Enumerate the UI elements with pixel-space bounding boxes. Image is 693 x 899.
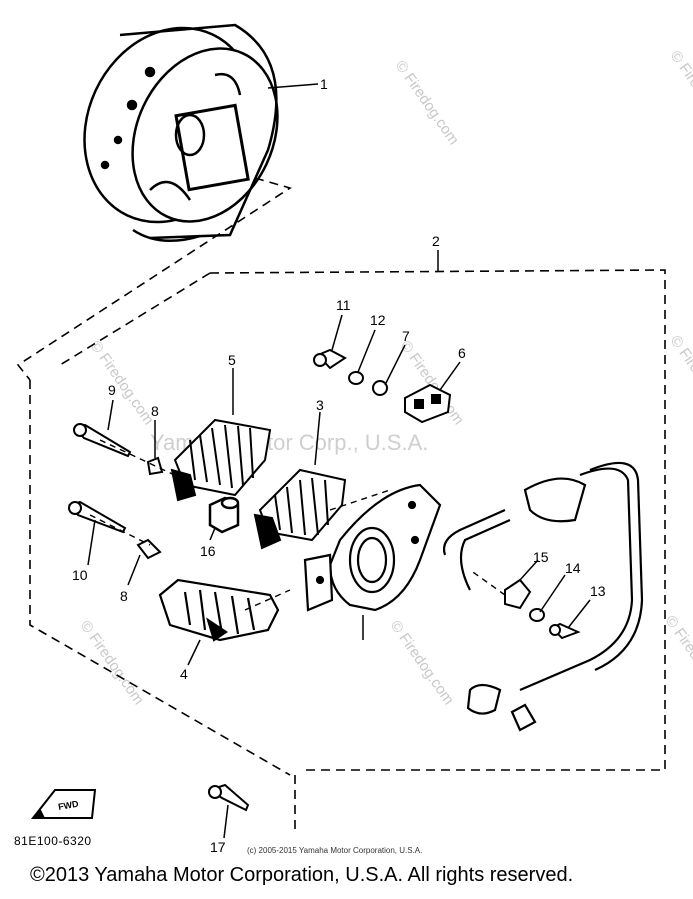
watermark-site-6: © Firedog.com	[667, 48, 693, 139]
watermark-site-3: © Firedog.com	[87, 338, 157, 429]
alignment-lines	[89, 439, 506, 611]
callout-16: 16	[200, 543, 216, 559]
callout-4: 4	[180, 666, 188, 682]
callout-7: 7	[402, 328, 410, 344]
callout-13: 13	[590, 583, 606, 599]
flywheel-rotor	[83, 23, 279, 242]
clip-8b	[136, 538, 162, 560]
part-code: 81E100-6320	[14, 834, 92, 848]
callout-14: 14	[565, 560, 581, 576]
pulser-coil-lower	[158, 578, 280, 642]
callout-1: 1	[320, 76, 328, 92]
screw-11	[316, 348, 347, 370]
watermark-site-4: © Firedog.com	[77, 618, 147, 709]
copyright-notice: ©2013 Yamaha Motor Corporation, U.S.A. A…	[30, 864, 574, 886]
washer-12	[348, 371, 364, 385]
callout-5: 5	[228, 352, 236, 368]
clamp-15	[504, 578, 532, 610]
stator-coil-middle	[253, 468, 347, 550]
watermark-site-8: © Firedog.com	[662, 613, 693, 704]
callout-11: 11	[336, 297, 351, 313]
callout-15: 15	[533, 549, 549, 565]
callout-12: 12	[370, 312, 386, 328]
small-copyright: (c) 2005-2015 Yamaha Motor Corporation, …	[247, 846, 423, 855]
leader-lines	[87, 83, 591, 839]
callout-9: 9	[108, 382, 116, 398]
connector-6	[404, 383, 452, 424]
washer-7	[372, 380, 388, 396]
callout-labels: 1 2 3 4 5 6 7 8 8 9 10 11 12 13 14 15 16…	[72, 76, 606, 855]
fwd-label: FWD	[57, 799, 79, 812]
callout-3: 3	[316, 397, 324, 413]
callout-2: 2	[432, 233, 440, 249]
watermark-site-1: © Firedog.com	[392, 58, 462, 149]
callout-6: 6	[458, 345, 466, 361]
watermark-site-7: © Firedog.com	[667, 333, 693, 424]
callout-17: 17	[210, 839, 226, 855]
collar-16	[208, 496, 240, 534]
washer-14	[529, 608, 545, 622]
forward-arrow-icon: FWD	[30, 789, 97, 819]
callout-8-upper: 8	[151, 403, 159, 419]
stator-base-plate	[303, 483, 442, 612]
wiring-harness	[442, 461, 644, 732]
callout-10: 10	[72, 567, 88, 583]
stator-coil-upper	[170, 418, 272, 502]
callout-8-lower: 8	[120, 588, 128, 604]
watermark-site-5: © Firedog.com	[387, 618, 457, 709]
